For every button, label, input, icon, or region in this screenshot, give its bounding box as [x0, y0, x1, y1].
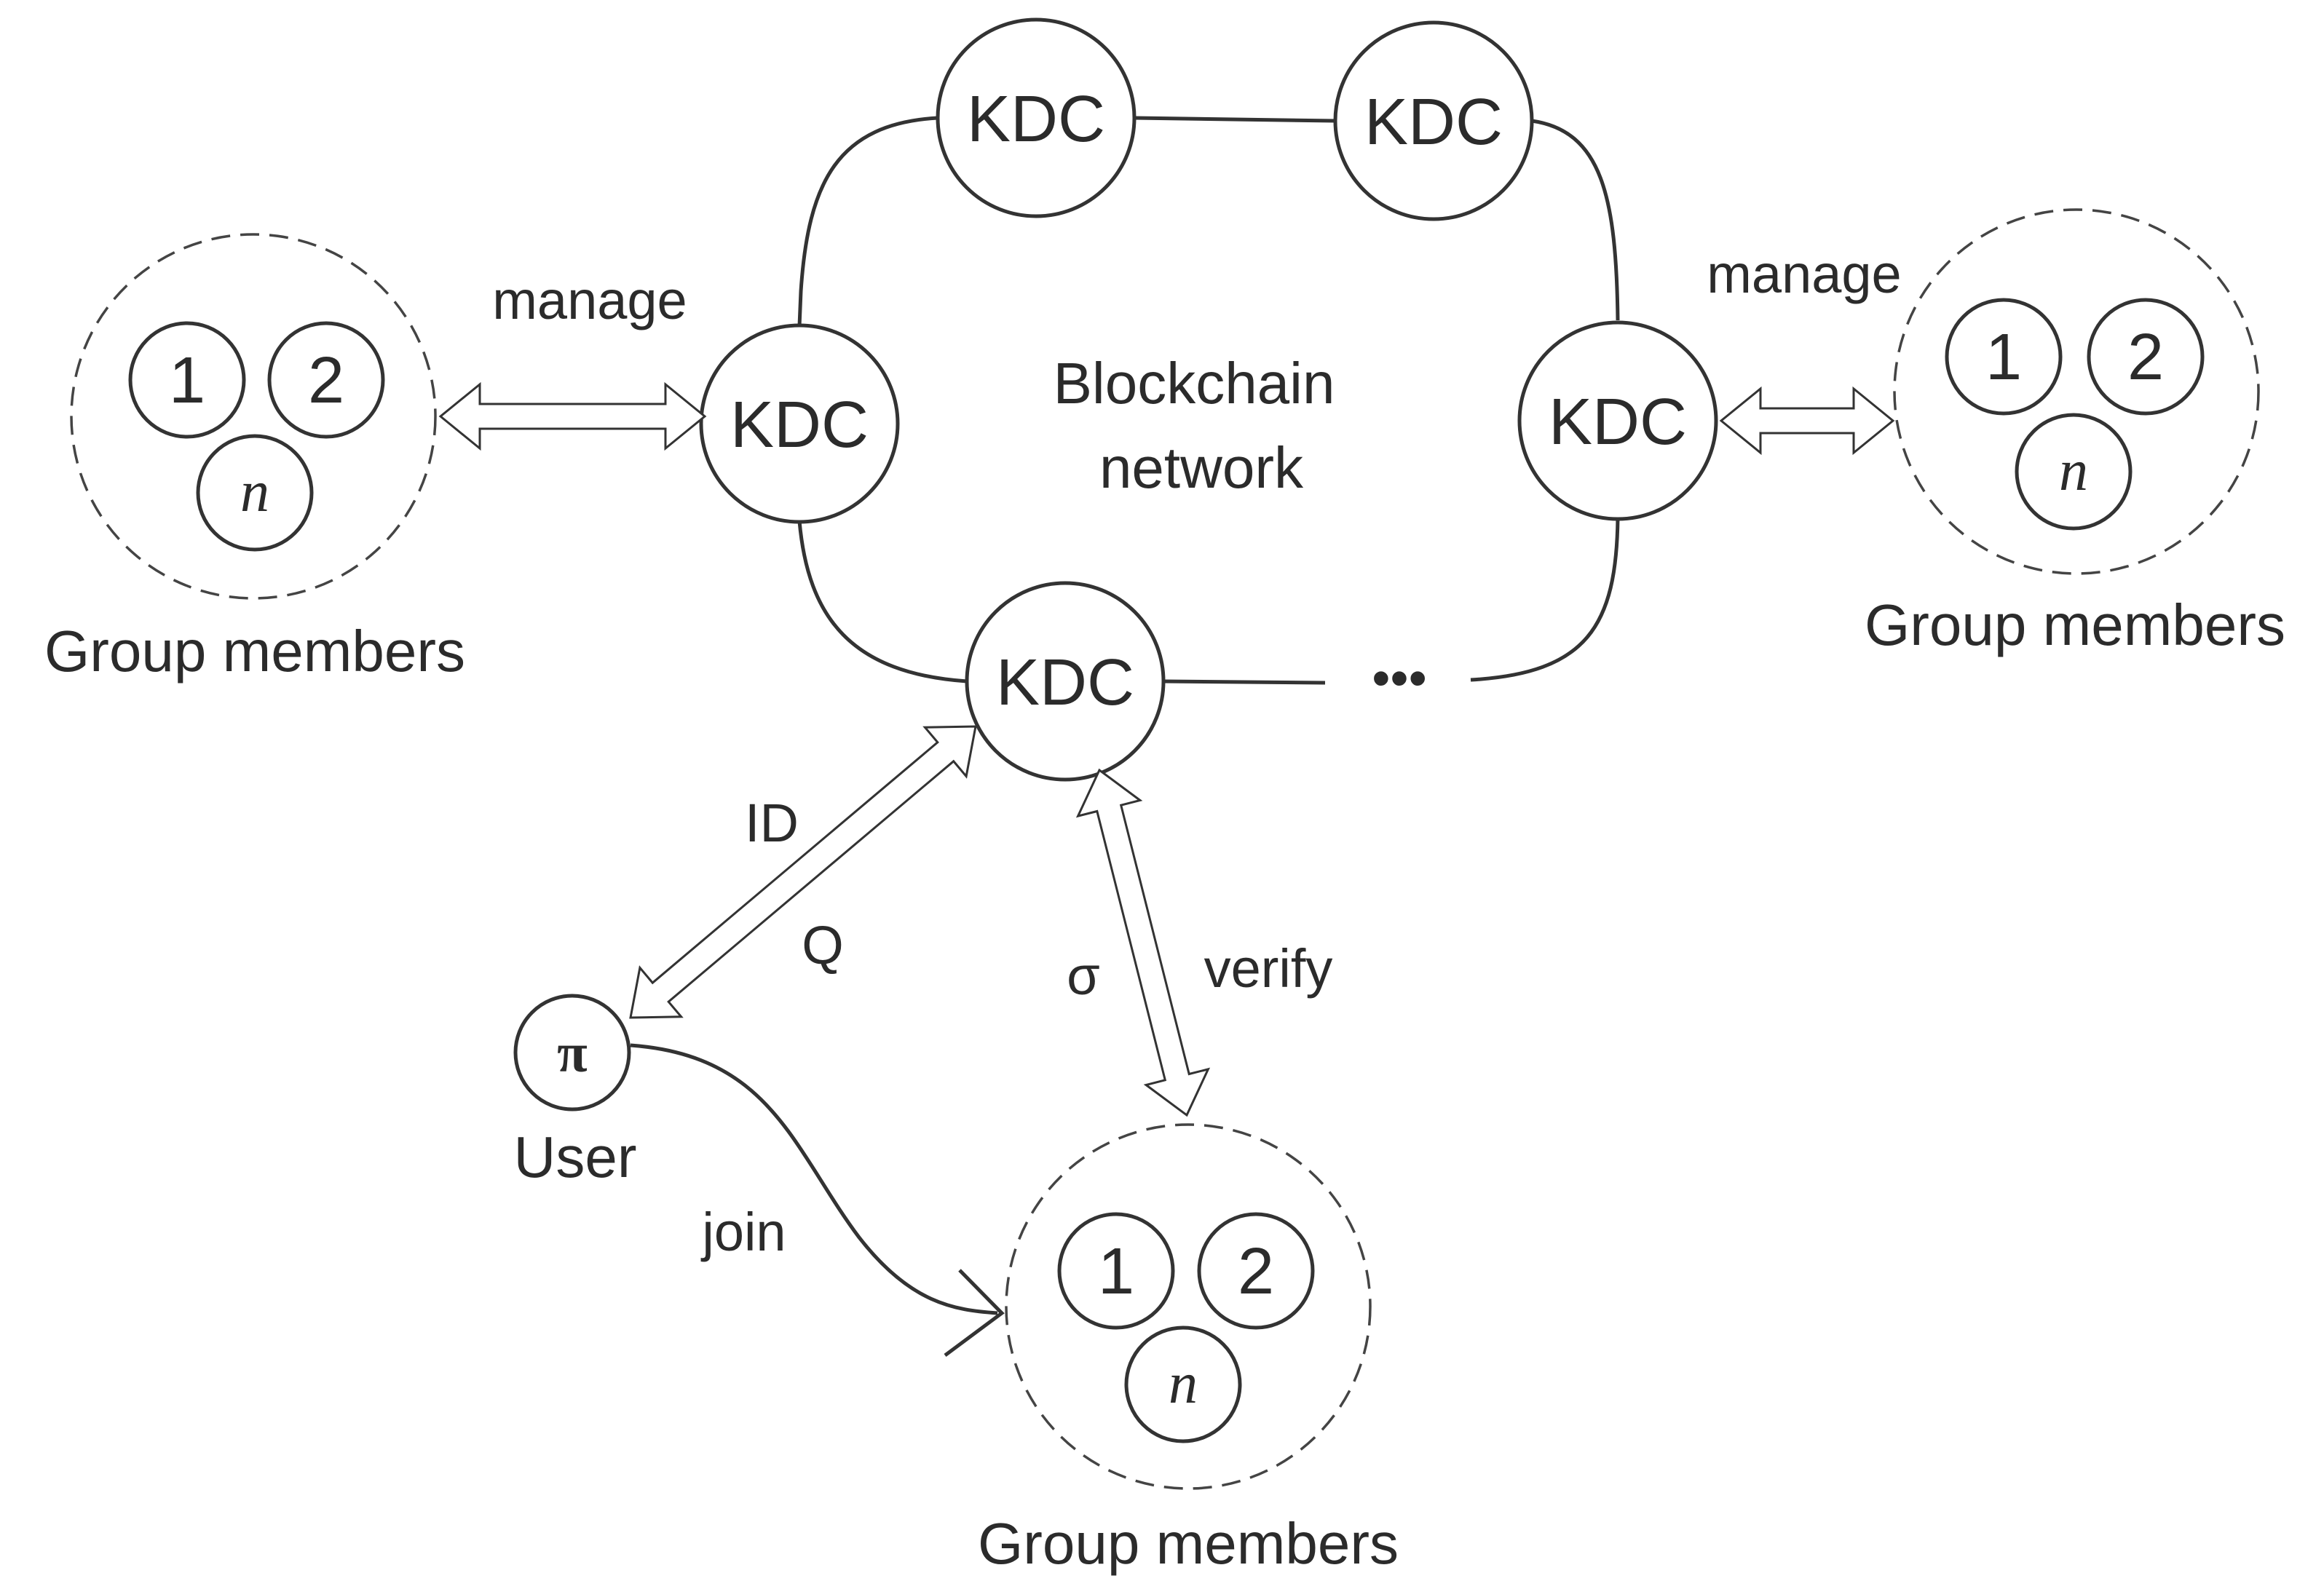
group-left: 1 2 n Group members — [44, 233, 465, 683]
manage-arrow-left — [438, 381, 707, 451]
verify-label: verify — [1204, 938, 1333, 999]
member-circle-1 — [1945, 298, 2063, 416]
member-circle-1 — [1057, 1212, 1175, 1330]
join-label: join — [700, 1202, 786, 1262]
kdc-circle — [1333, 20, 1534, 221]
user-circle — [513, 994, 631, 1111]
network-title-line1: Blockchain — [1054, 351, 1335, 416]
member-label-n: n — [1169, 1352, 1198, 1416]
kdc-node-bottom: KDC — [965, 581, 1166, 782]
member-label-1: 1 — [1985, 321, 2022, 394]
join-arrowhead — [944, 1269, 1005, 1358]
member-label-n: n — [2059, 439, 2088, 503]
member-circle-n — [196, 434, 314, 552]
member-label-1: 1 — [169, 344, 205, 417]
group-title: Group members — [978, 1511, 1399, 1576]
link-bottom-right — [1470, 518, 1620, 682]
group-title: Group members — [44, 619, 465, 683]
id-q-arrow — [629, 725, 977, 1019]
group-boundary — [1893, 208, 2260, 575]
user-label: User — [514, 1125, 637, 1189]
kdc-label: KDC — [967, 83, 1105, 156]
group-right: 1 2 n Group members — [1865, 208, 2285, 657]
link-top-right — [1531, 119, 1620, 321]
kdc-circle — [699, 323, 900, 524]
join-curve — [630, 1043, 998, 1315]
link-bottom-left — [797, 520, 968, 683]
kdc-label: KDC — [1364, 86, 1503, 159]
kdc-circle — [936, 17, 1137, 218]
member-circle-n — [2015, 413, 2133, 531]
member-circle-1 — [128, 321, 246, 439]
kdc-node-right: KDC — [1517, 320, 1718, 521]
id-label: ID — [745, 793, 799, 853]
member-label-2: 2 — [2127, 321, 2164, 394]
member-circle-2 — [2087, 298, 2205, 416]
kdc-label: KDC — [996, 646, 1134, 719]
link-top-left — [797, 116, 938, 327]
join-connector: join — [630, 1043, 1005, 1358]
pi-symbol: π — [557, 1023, 588, 1084]
manage-label-left: manage — [492, 270, 687, 330]
member-label-n: n — [240, 460, 269, 524]
network-title-line2: network — [1099, 435, 1304, 500]
kdc-circle — [1517, 320, 1718, 521]
kdc-label: KDC — [730, 389, 869, 461]
group-bottom: 1 2 n Group members — [978, 1123, 1399, 1576]
user-node: π User — [513, 994, 637, 1189]
sigma-verify-arrow — [1075, 768, 1211, 1117]
member-circle-n — [1124, 1326, 1242, 1443]
network-links — [797, 116, 1620, 685]
double-arrows — [438, 381, 1895, 1117]
sigma-label: σ — [1067, 946, 1100, 1006]
member-circle-2 — [1197, 1212, 1315, 1330]
kdc-label: KDC — [1549, 386, 1687, 459]
group-title: Group members — [1865, 593, 2285, 657]
link-bottom — [1163, 679, 1326, 685]
kdc-node-top-right: KDC — [1333, 20, 1534, 221]
kdc-node-left: KDC — [699, 323, 900, 524]
ellipsis: ••• — [1372, 649, 1427, 708]
kdc-node-top-left: KDC — [936, 17, 1137, 218]
manage-label-right: manage — [1707, 244, 1901, 304]
manage-arrow-right — [1719, 386, 1895, 456]
member-label-2: 2 — [308, 344, 344, 417]
member-label-2: 2 — [1238, 1235, 1274, 1308]
member-label-1: 1 — [1098, 1235, 1134, 1308]
q-label: Q — [802, 915, 844, 975]
kdc-circle — [965, 581, 1166, 782]
link-top — [1134, 116, 1336, 123]
member-circle-2 — [267, 321, 385, 439]
